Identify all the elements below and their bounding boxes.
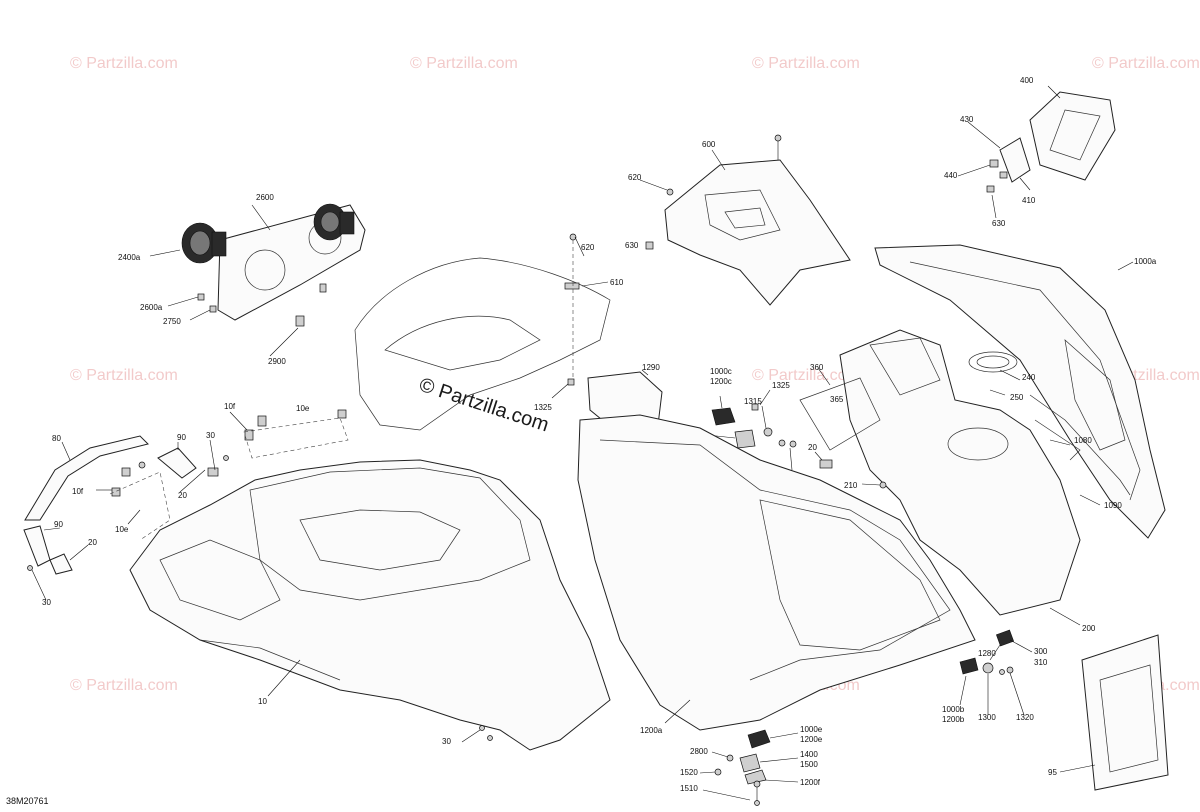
callout-440: 440 [944,171,958,180]
left-small-parts [23,409,349,601]
callout-30: 30 [442,737,451,746]
callout-365: 365 [830,395,844,404]
callout-600: 600 [702,140,716,149]
callout-360: 360 [810,363,824,372]
callout-1315: 1315 [744,397,762,406]
callout-10: 10 [258,697,267,706]
part-10-front-hood [129,459,611,751]
callout-30: 30 [206,431,215,440]
callout-1325: 1325 [534,403,552,412]
callout-10e: 10e [115,525,129,534]
callout-80: 80 [52,434,61,443]
callout-1000e: 1000e [800,725,823,734]
callout-1200a: 1200a [640,726,663,735]
callout-90: 90 [177,433,186,442]
gauge-right [313,203,355,241]
part-200-center-console [799,329,1131,626]
callout-1280: 1280 [978,649,996,658]
callout-310: 310 [1034,658,1048,667]
part-1000b-group [959,629,1033,716]
callout-300: 300 [1034,647,1048,656]
callout-210: 210 [844,481,858,490]
callout-10e: 10e [296,404,310,413]
callout-30: 30 [42,598,51,607]
part-600-console-cover [639,134,851,306]
watermark: © Partzilla.com [752,55,860,72]
watermark: © Partzilla.com [70,367,178,384]
callout-1200c: 1200c [710,377,732,386]
callout-620: 620 [628,173,642,182]
callout-90: 90 [54,520,63,529]
watermark: © Partzilla.com [1092,55,1200,72]
callout-10f: 10f [72,487,84,496]
callout-1290: 1290 [642,363,660,372]
diagram-id: 38M20761 [6,796,49,806]
callout-95: 95 [1048,768,1057,777]
callout-1325: 1325 [772,381,790,390]
part-2600-gauge-bracket [149,203,366,357]
callout-250: 250 [1010,393,1024,402]
callout-1400: 1400 [800,750,818,759]
callout-2900: 2900 [268,357,286,366]
callout-1200e: 1200e [800,735,823,744]
watermark: © Partzilla.com [70,55,178,72]
callout-2800: 2800 [690,747,708,756]
part-400-assembly [957,85,1116,219]
watermark: © Partzilla.com [752,367,860,384]
watermark: © Partzilla.com [410,55,518,72]
callout-20: 20 [88,538,97,547]
bottom-hardware-group [699,729,799,806]
callout-1000a: 1000a [1134,257,1157,266]
callout-620: 620 [581,243,595,252]
callout-240: 240 [1022,373,1036,382]
callout-1000c: 1000c [710,367,732,376]
callout-2400a: 2400a [118,253,141,262]
watermark-main: © Partzilla.com [416,374,551,437]
callout-630: 630 [992,219,1006,228]
watermark: © Partzilla.com [70,677,178,694]
callout-1200b: 1200b [942,715,965,724]
callout-1000b: 1000b [942,705,965,714]
callout-20: 20 [178,491,187,500]
callout-410: 410 [1022,196,1036,205]
part-1000a-side-panel [874,244,1166,539]
phantom-upper-console [354,233,611,431]
callout-1520: 1520 [680,768,698,777]
part-95-decal [1059,634,1169,791]
callout-1090: 1090 [1104,501,1122,510]
callout-1300: 1300 [978,713,996,722]
callout-1320: 1320 [1016,713,1034,722]
callout-200: 200 [1082,624,1096,633]
callout-2750: 2750 [163,317,181,326]
callout-2600: 2600 [256,193,274,202]
callout-2600a: 2600a [140,303,163,312]
callout-400: 400 [1020,76,1034,85]
callout-20: 20 [808,443,817,452]
callout-1510: 1510 [680,784,698,793]
gauge-left [181,222,227,264]
callout-630: 630 [625,241,639,250]
callout-1500: 1500 [800,760,818,769]
callout-1080: 1080 [1074,436,1092,445]
part-1200a-side-panel [577,414,976,731]
callout-1200f: 1200f [800,778,821,787]
callout-610: 610 [610,278,624,287]
callout-430: 430 [960,115,974,124]
callout-10f: 10f [224,402,236,411]
